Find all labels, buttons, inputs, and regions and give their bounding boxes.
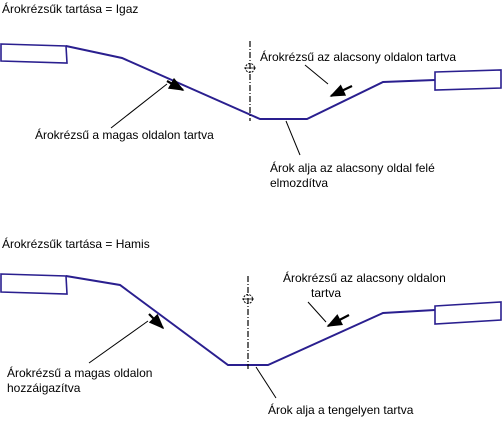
bottom-high-side-arrow-icon [148,313,165,330]
bottom-low-side-label-line1: Árokrézsű az alacsony oldalon [283,270,446,285]
top-panel: Árokrézsűk tartása = Igaz Árokrézsű a ma… [0,1,502,190]
bottom-high-side-label-line1: Árokrézsű a magas oldalon [7,365,152,380]
top-high-side-leader [110,83,168,129]
top-high-side-label: Árokrézsű a magas oldalon tartva [35,127,214,142]
top-left-road-block [0,43,68,64]
bottom-low-side-arrow-icon [326,314,350,327]
top-panel-title: Árokrézsűk tartása = Igaz [2,1,138,16]
top-bottom-label-line1: Árok alja az alacsony oldal felé [270,160,435,175]
bottom-panel-title: Árokrézsűk tartása = Hamis [2,236,150,251]
bottom-low-side-leader [307,301,327,323]
top-ditch-profile [65,45,436,120]
bottom-right-road-block [434,301,502,325]
top-high-side-arrow-icon [166,77,185,91]
bottom-ditch-profile [65,275,436,366]
bottom-left-road-block [0,273,68,295]
alignment-target-icon [244,63,256,73]
alignment-target-icon [242,294,254,304]
bottom-bottom-label: Árok alja a tengelyen tartva [268,402,414,417]
top-low-side-arrow-icon [329,84,353,97]
top-bottom-label-line2: elmozdítva [270,176,328,190]
top-low-side-leader [304,64,329,85]
bottom-panel: Árokrézsűk tartása = Hamis Árokrézsű a m… [0,236,502,417]
top-bottom-leader [285,120,301,156]
bottom-high-side-label-line2: hozzáigazítva [7,381,81,395]
top-right-road-block [434,69,502,91]
top-low-side-label: Árokrézsű az alacsony oldalon tartva [260,49,456,64]
bottom-high-side-leader [88,320,149,364]
bottom-bottom-leader [255,366,277,399]
bottom-low-side-label-line2: tartva [311,286,341,300]
